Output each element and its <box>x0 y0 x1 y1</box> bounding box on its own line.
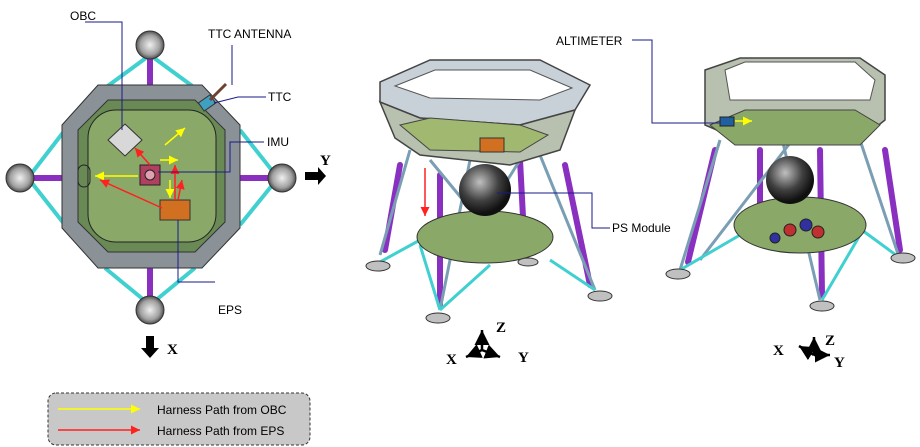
top-pad-south <box>135 295 165 325</box>
eps-box <box>159 199 191 221</box>
iso1-lower-plate <box>416 210 554 264</box>
iso2-upper-window <box>724 61 876 101</box>
ps-module-label: PS Module <box>612 221 671 235</box>
eps-label: EPS <box>218 303 242 317</box>
obc-label: OBC <box>70 9 96 23</box>
altimeter-leader <box>632 39 720 124</box>
legend: Harness Path from OBC Harness Path from … <box>47 392 311 446</box>
iso1-pad-4 <box>517 257 539 267</box>
ttc-antenna <box>208 82 228 102</box>
iso1-pad-1 <box>365 260 391 272</box>
iso2-axis-x-label: X <box>773 343 784 359</box>
iso-view-1: PS Module Z X Y <box>365 59 671 368</box>
iso-view-2: ALTIMETER Z X Y <box>556 34 916 371</box>
iso2-tank <box>766 156 814 204</box>
top-pad-north <box>135 30 165 60</box>
iso2-pad-3 <box>890 252 916 264</box>
eps-harness-paths <box>99 147 185 209</box>
altimeter-label: ALTIMETER <box>556 34 623 48</box>
legend-obc-label: Harness Path from OBC <box>157 403 287 417</box>
legend-eps-label: Harness Path from EPS <box>157 424 284 438</box>
top-view-slot <box>77 164 91 188</box>
iso1-cyan-struts <box>379 238 596 312</box>
iso2-pad-1 <box>665 268 691 280</box>
iso1-axis-x-label: X <box>446 352 457 368</box>
iso2-pad-2 <box>809 300 835 312</box>
ttc-label: TTC <box>268 90 292 104</box>
imu-label: IMU <box>267 135 289 149</box>
top-axis-y-label: Y <box>320 153 331 169</box>
imu-center <box>144 169 156 181</box>
iso2-upper-plate <box>709 109 881 146</box>
ps-module-leader <box>497 192 610 229</box>
iso1-tank <box>459 164 511 216</box>
top-pad-east <box>267 163 297 193</box>
legend-box <box>47 392 311 446</box>
obc-harness-paths <box>95 127 186 198</box>
iso1-axes <box>465 330 501 359</box>
iso2-axes <box>798 337 830 363</box>
iso2-thrusters <box>769 218 825 244</box>
iso1-axis-y-label: Y <box>518 350 529 366</box>
obc-box <box>107 123 143 157</box>
top-axis-x-label: X <box>167 342 178 358</box>
iso1-eps-box <box>479 137 505 153</box>
top-view-axes: Y X <box>141 153 331 358</box>
iso1-pad-3 <box>587 290 613 302</box>
top-view: OBC TTC ANTENNA TTC IMU EPS Y X <box>5 9 331 358</box>
iso1-axis-z-label: Z <box>496 320 506 336</box>
top-view-leaders <box>85 21 266 283</box>
iso2-axis-z-label: Z <box>825 333 835 349</box>
top-pad-west <box>5 163 35 193</box>
iso1-upper-window <box>393 69 574 101</box>
iso1-pad-2 <box>425 312 451 324</box>
ttc-antenna-label: TTC ANTENNA <box>208 27 291 41</box>
iso1-upper-plate <box>398 117 550 153</box>
iso2-axis-y-label: Y <box>834 355 845 371</box>
altimeter-box <box>719 116 735 127</box>
